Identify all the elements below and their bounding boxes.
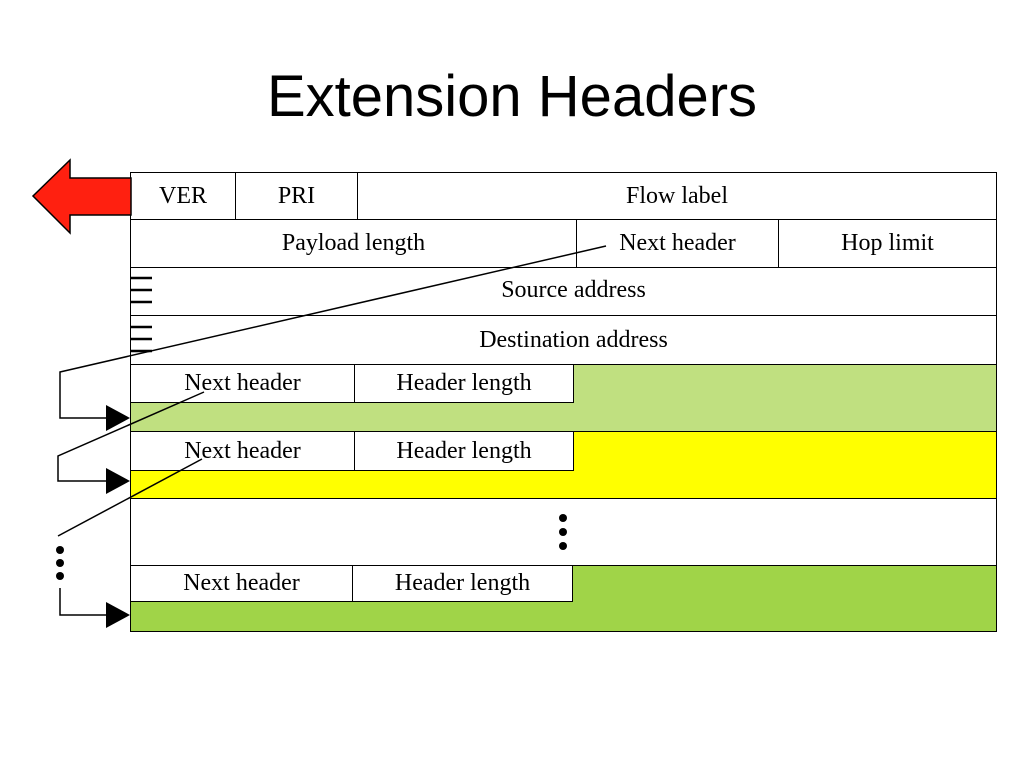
- next-header-link-1: [59, 245, 607, 419]
- ext2-next-header-field: Next header: [130, 431, 355, 471]
- vertical-ellipsis-icon: [559, 514, 567, 550]
- next-header-link-3: [57, 458, 203, 537]
- next-header-link-n: [59, 588, 110, 616]
- destination-address-field: Destination address: [130, 315, 997, 365]
- slide-title: Extension Headers: [266, 64, 758, 129]
- ext2-header-length-field: Header length: [354, 431, 574, 471]
- arrowhead-n-icon: [106, 602, 130, 628]
- extn-next-header-field: Next header: [130, 565, 353, 602]
- next-header-link-2: [57, 391, 205, 482]
- ext1-header-length-field: Header length: [354, 364, 574, 403]
- destination-address-ticks: [131, 325, 152, 353]
- left-vertical-ellipsis-icon: [56, 546, 64, 580]
- source-address-ticks: [131, 276, 152, 304]
- ver-field: VER: [130, 172, 236, 220]
- base-next-header-field: Next header: [576, 219, 779, 268]
- source-address-field: Source address: [130, 267, 997, 316]
- extn-header-length-field: Header length: [352, 565, 573, 602]
- arrowhead-1-icon: [106, 405, 130, 431]
- arrowhead-2-icon: [106, 468, 130, 494]
- red-left-arrow-icon: [31, 158, 132, 235]
- hop-limit-field: Hop limit: [778, 219, 997, 268]
